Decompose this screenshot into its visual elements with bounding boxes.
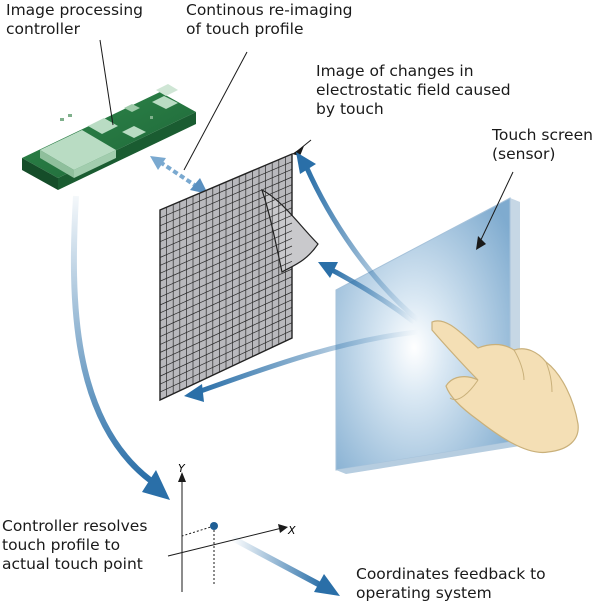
bidirectional-arrow xyxy=(150,156,208,194)
small-chip xyxy=(124,104,140,112)
x-axis xyxy=(167,527,283,557)
mesh-line xyxy=(159,322,293,385)
mesh-line xyxy=(159,284,293,345)
mesh-line xyxy=(159,261,293,322)
mesh-line xyxy=(159,253,293,314)
leader-arrowhead xyxy=(476,236,486,250)
leader-line xyxy=(99,39,114,126)
mesh-line xyxy=(159,161,293,219)
mesh-line xyxy=(159,307,293,369)
mesh-line xyxy=(159,299,293,361)
touch-profile-mesh xyxy=(159,152,319,402)
label-controller-resolves: Controller resolves touch profile to act… xyxy=(2,517,148,573)
small-chip xyxy=(88,118,118,134)
mesh-line xyxy=(159,268,293,330)
small-chip xyxy=(122,126,146,138)
mesh-line xyxy=(159,291,293,353)
controller-down-arrow xyxy=(70,195,170,500)
touch-screen-panel xyxy=(335,197,520,474)
coordinate-plot: Y X xyxy=(167,462,296,592)
mesh-line xyxy=(159,222,293,282)
mesh-line xyxy=(159,238,293,298)
mesh-line xyxy=(159,276,293,337)
field-arrows xyxy=(184,152,420,402)
leader-arrowhead xyxy=(292,146,304,156)
controller-board xyxy=(22,84,196,190)
mesh-line xyxy=(159,169,293,227)
label-touch-screen: Touch screen (sensor) xyxy=(492,126,593,163)
small-chip xyxy=(152,96,178,109)
x-axis-label: X xyxy=(287,524,296,537)
label-image-processing-controller: Image processing controller xyxy=(6,1,144,38)
leader-line xyxy=(183,51,248,171)
touch-point xyxy=(210,522,218,530)
hand xyxy=(431,320,579,454)
label-continuous-reimaging: Continous re-imaging of touch profile xyxy=(186,1,353,38)
mesh-line xyxy=(159,330,293,393)
mesh-line xyxy=(159,314,293,377)
mesh-line xyxy=(159,230,293,290)
mesh-line xyxy=(159,192,293,250)
mesh-line xyxy=(159,176,293,235)
output-arrow xyxy=(230,535,340,596)
label-coordinates-feedback: Coordinates feedback to operating system xyxy=(356,565,546,602)
mesh-line xyxy=(159,184,293,242)
mesh-line xyxy=(159,245,293,306)
mesh-line xyxy=(159,199,293,258)
y-axis-label: Y xyxy=(178,462,186,475)
processor-chip xyxy=(40,130,116,178)
leader-line xyxy=(477,171,514,247)
board-pins xyxy=(60,114,153,121)
label-electrostatic-image: Image of changes in electrostatic field … xyxy=(316,62,511,118)
connector xyxy=(156,84,178,96)
mesh-line xyxy=(159,215,293,274)
mesh-line xyxy=(159,207,293,266)
